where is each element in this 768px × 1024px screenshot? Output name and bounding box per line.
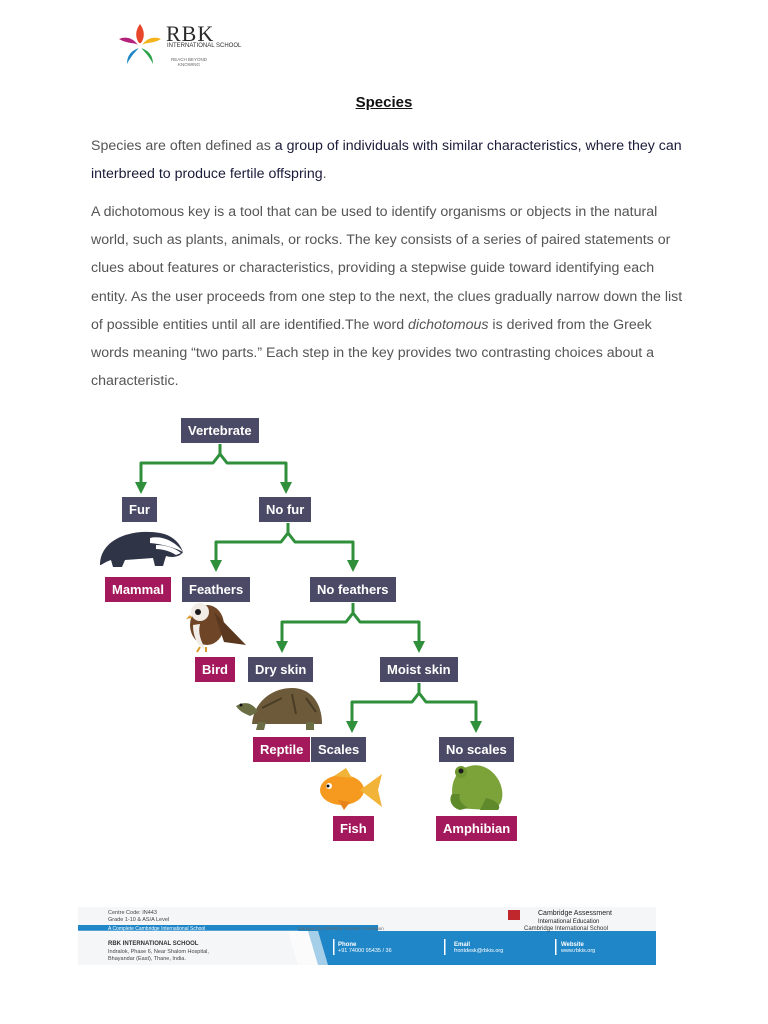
address-line-2: Bhayandar (East), Thane, India. bbox=[108, 956, 209, 963]
cambridge-school: Cambridge International School bbox=[524, 926, 608, 932]
website-value[interactable]: www.rbkis.org bbox=[561, 948, 595, 954]
key-result-amphibian: Amphibian bbox=[436, 816, 517, 841]
phone-value: +91 74000 95435 / 36 bbox=[338, 948, 392, 954]
key-node-feathers: Feathers bbox=[182, 577, 250, 602]
key-node-no-scales: No scales bbox=[439, 737, 514, 762]
key-result-reptile: Reptile bbox=[253, 737, 310, 762]
cambridge-assessment: Cambridge Assessment bbox=[524, 910, 612, 918]
footer-phone: Phone +91 74000 95435 / 36 bbox=[338, 942, 392, 954]
footer-school-name: RBK INTERNATIONAL SCHOOL bbox=[108, 941, 198, 947]
dichotomous-key-diagram bbox=[0, 400, 768, 850]
footer-address: Indralok, Phase 6, Near Shalom Hospital,… bbox=[108, 949, 209, 963]
definition-end: . bbox=[323, 166, 327, 182]
key-result-bird: Bird bbox=[195, 657, 235, 682]
connector-no-fur bbox=[216, 523, 288, 566]
key-node-vertebrate: Vertebrate bbox=[181, 418, 259, 443]
tortoise-illustration bbox=[236, 688, 322, 730]
owl-illustration bbox=[186, 603, 246, 652]
cambridge-international: International Education bbox=[524, 918, 612, 926]
footer-complete-school: A Complete Cambridge International Schoo… bbox=[108, 926, 205, 932]
definition-lead: Species are often defined as bbox=[91, 138, 275, 154]
footer-website: Website www.rbkis.org bbox=[561, 942, 595, 954]
dichotomous-term: dichotomous bbox=[408, 317, 488, 333]
grades: Grade 1-10 & AS/A Level bbox=[108, 917, 169, 924]
key-node-dry-skin: Dry skin bbox=[248, 657, 313, 682]
paragraph-text-before: A dichotomous key is a tool that can be … bbox=[91, 204, 682, 333]
key-result-fish: Fish bbox=[333, 816, 374, 841]
key-node-no-feathers: No feathers bbox=[310, 577, 396, 602]
footer-centre-info: Centre Code: IN443 Grade 1-10 & AS/A Lev… bbox=[108, 910, 169, 923]
key-node-fur: Fur bbox=[122, 497, 157, 522]
dichotomous-key-paragraph: A dichotomous key is a tool that can be … bbox=[91, 198, 691, 395]
badger-illustration bbox=[100, 532, 183, 567]
footer-cambridge: Cambridge Assessment International Educa… bbox=[524, 910, 612, 926]
logo-subtitle: INTERNATIONAL SCHOOL bbox=[167, 43, 241, 50]
key-result-mammal: Mammal bbox=[105, 577, 171, 602]
goldfish-illustration bbox=[320, 768, 382, 810]
cambridge-shield-icon bbox=[508, 910, 520, 920]
footer-email: Email frontdesk@rbkis.org bbox=[454, 942, 503, 954]
address-line-1: Indralok, Phase 6, Near Shalom Hospital, bbox=[108, 949, 209, 956]
footer-managed-by: Managed by Bahubhai Karekar Foundation bbox=[298, 926, 384, 931]
connector-moist-skin bbox=[352, 683, 419, 727]
logo-tagline: REACH BEYOND KNOWING bbox=[169, 57, 209, 67]
key-node-scales: Scales bbox=[311, 737, 366, 762]
frog-illustration bbox=[450, 765, 502, 810]
key-node-moist-skin: Moist skin bbox=[380, 657, 458, 682]
connector-no-feathers bbox=[282, 603, 353, 647]
connector-vertebrate bbox=[141, 444, 220, 488]
key-node-no-fur: No fur bbox=[259, 497, 311, 522]
page-title: Species bbox=[0, 94, 768, 111]
email-value[interactable]: frontdesk@rbkis.org bbox=[454, 948, 503, 954]
species-definition: Species are often defined as a group of … bbox=[91, 132, 691, 188]
